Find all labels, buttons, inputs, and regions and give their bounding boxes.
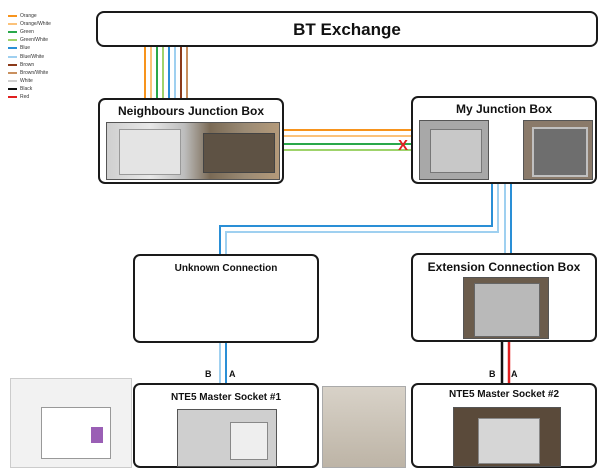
unknown-connection-node: Unknown Connection: [133, 254, 319, 343]
closed-box-shape: [430, 129, 482, 173]
legend-swatch: [8, 79, 17, 82]
legend-label: Brown/White: [20, 69, 49, 76]
filter-shape: [41, 407, 111, 459]
socket2-wire-b-label: B: [489, 369, 496, 379]
legend-label: Black: [20, 85, 33, 92]
legend-label: Green: [20, 29, 34, 36]
socket1-wire-a-label: A: [229, 369, 236, 379]
nte5-socket1-node: NTE5 Master Socket #1: [133, 383, 319, 468]
unknown-feed-cable: [219, 184, 499, 254]
socket1-cable: [219, 343, 227, 383]
neighbours-box-photo: [106, 122, 280, 180]
legend-swatch: [8, 15, 17, 18]
legend-item: Red: [8, 93, 51, 101]
legend-item: Green: [8, 28, 51, 36]
socket2-faceplate-shape: [478, 418, 540, 464]
legend-item: Green/White: [8, 36, 51, 44]
neighbours-junction-box-title: Neighbours Junction Box: [117, 104, 264, 118]
legend-item: Orange/White: [8, 20, 51, 28]
legend-swatch: [8, 55, 17, 58]
legend-label: Orange/White: [20, 21, 51, 28]
legend-label: Green/White: [20, 37, 49, 44]
nte5-socket2-node: NTE5 Master Socket #2: [411, 383, 597, 468]
break-mark: X: [398, 137, 409, 154]
legend-swatch: [8, 47, 17, 50]
my-junction-box-node: My Junction Box: [411, 96, 597, 184]
junction-wiring-shape: [203, 133, 275, 173]
extension-connection-box-node: Extension Connection Box: [411, 253, 597, 342]
legend-label: Brown: [20, 61, 35, 68]
legend-item: Brown/White: [8, 69, 51, 77]
socket1-faceplate-shape: [230, 422, 268, 460]
my-junction-box-title: My Junction Box: [455, 102, 552, 116]
extension-feed-cable: [504, 184, 512, 253]
filter-port-shape: [91, 427, 103, 443]
legend-swatch: [8, 23, 17, 26]
legend-swatch: [8, 63, 17, 66]
nte5-socket2-title: NTE5 Master Socket #2: [448, 389, 560, 400]
wall-socket-photo: [322, 386, 406, 468]
legend-swatch: [8, 31, 17, 34]
open-box-shape: [532, 127, 588, 177]
link-cable: [284, 129, 411, 151]
legend-label: Blue/White: [20, 53, 45, 60]
socket1-wire-b-label: B: [205, 369, 212, 379]
my-box-open-photo: [523, 120, 593, 180]
legend-label: White: [20, 77, 33, 84]
bt-exchange-title: BT Exchange: [293, 20, 401, 39]
extension-box-photo: [463, 277, 549, 339]
socket2-photo: [453, 407, 561, 467]
legend-item: Black: [8, 85, 51, 93]
bt-exchange-node: BT Exchange: [96, 11, 598, 47]
filter-faceplate-photo: [10, 378, 132, 468]
legend-label: Red: [20, 93, 30, 100]
legend-swatch: [8, 39, 17, 42]
legend-label: Blue: [20, 45, 31, 52]
nte5-socket1-title: NTE5 Master Socket #1: [170, 392, 282, 403]
legend-item: Brown: [8, 61, 51, 69]
junction-cover-shape: [119, 129, 181, 175]
socket2-cable: [500, 342, 511, 383]
unknown-connection-title: Unknown Connection: [174, 263, 278, 274]
legend-item: Blue: [8, 44, 51, 52]
legend-item: Orange: [8, 12, 51, 20]
exchange-cable: [144, 47, 188, 98]
legend-swatch: [8, 71, 17, 74]
my-box-closed-photo: [419, 120, 489, 180]
legend-label: Orange: [20, 13, 37, 20]
legend-swatch: [8, 95, 17, 98]
extension-connection-box-title: Extension Connection Box: [427, 260, 581, 274]
socket2-wire-a-label: A: [511, 369, 518, 379]
legend-item: White: [8, 77, 51, 85]
legend-swatch: [8, 87, 17, 90]
legend-item: Blue/White: [8, 52, 51, 60]
socket1-photo: [177, 409, 277, 467]
neighbours-junction-box-node: Neighbours Junction Box: [98, 98, 284, 184]
extension-box-shape: [474, 283, 540, 337]
